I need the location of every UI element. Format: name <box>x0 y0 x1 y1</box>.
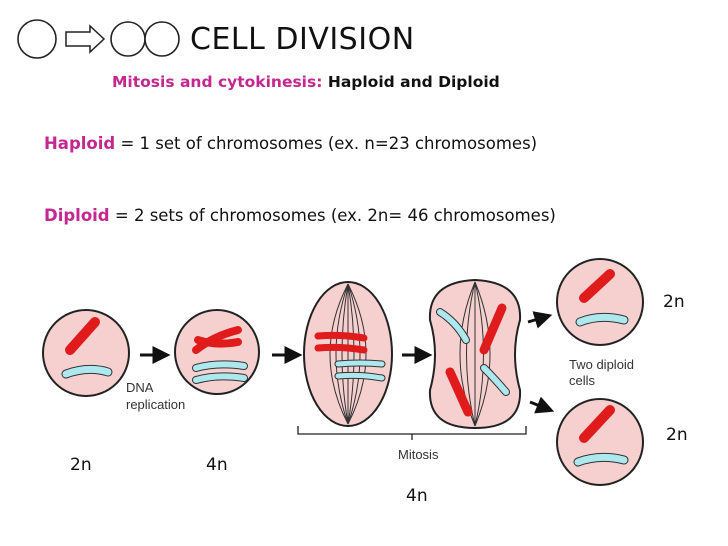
red-chromatid <box>314 331 368 342</box>
page-title: CELL DIVISION <box>190 22 415 57</box>
diploid-text: = 2 sets of chromosomes (ex. 2n= 46 chro… <box>114 206 556 225</box>
daughter-cell-bottom <box>556 398 644 486</box>
arrow-right-icon <box>65 24 106 54</box>
red-chromosome <box>445 367 473 417</box>
cell-anaphase <box>428 278 522 430</box>
cell-interphase <box>42 309 130 397</box>
ploidy-label-daughter-top: 2n <box>663 292 685 312</box>
haploid-text: = 1 set of chromosomes (ex. n=23 chromos… <box>120 134 538 153</box>
red-chromatid <box>194 336 242 348</box>
arrow-up <box>527 311 553 329</box>
diploid-definition: Diploid = 2 sets of chromosomes (ex. 2n=… <box>44 206 556 225</box>
arrow-down <box>529 396 555 414</box>
red-chromatid <box>314 343 368 354</box>
haploid-term: Haploid <box>44 134 116 153</box>
two-diploid-label-2: cells <box>569 373 596 388</box>
red-chromatid <box>192 326 242 354</box>
two-circles-icon <box>110 21 180 57</box>
dna-replication-label-2: replication <box>126 397 185 412</box>
red-chromosome <box>579 405 615 443</box>
daughter-cell-top <box>556 258 644 346</box>
red-chromosome <box>65 317 100 355</box>
two-diploid-label-1: Two diploid <box>569 357 634 372</box>
subtitle-rest: Haploid and Diploid <box>327 73 500 91</box>
circle-icon <box>17 19 57 59</box>
red-chromosome <box>579 269 615 303</box>
ploidy-label-cell1: 2n <box>70 455 92 475</box>
page-subtitle: Mitosis and cytokinesis: Haploid and Dip… <box>112 73 500 91</box>
mitosis-label: Mitosis <box>398 447 439 462</box>
diploid-term: Diploid <box>44 206 110 225</box>
ploidy-label-mitosis: 4n <box>406 486 428 506</box>
haploid-definition: Haploid = 1 set of chromosomes (ex. n=23… <box>44 134 537 153</box>
ploidy-label-cell2: 4n <box>206 455 228 475</box>
ploidy-label-daughter-bottom: 2n <box>666 425 688 445</box>
red-chromosome <box>479 303 507 355</box>
cell-metaphase <box>303 281 393 427</box>
dna-replication-label-1: DNA <box>126 380 154 395</box>
cell-replicated <box>174 309 260 395</box>
mitosis-bracket <box>297 426 527 440</box>
subtitle-key: Mitosis and cytokinesis: <box>112 73 323 91</box>
